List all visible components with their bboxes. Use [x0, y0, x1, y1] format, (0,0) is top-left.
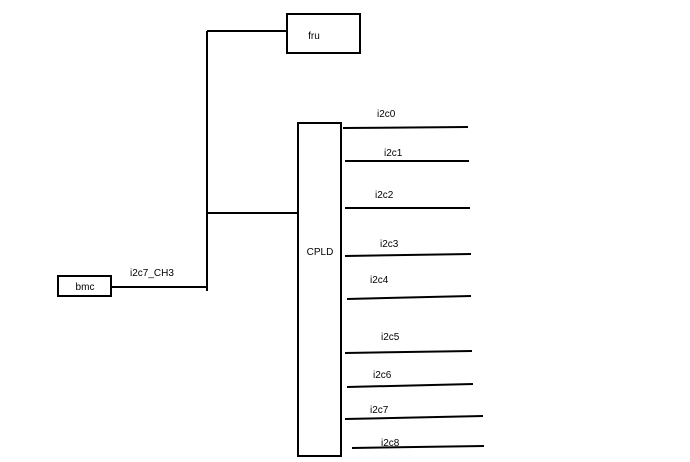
channel-line — [351, 445, 485, 449]
channel-line — [346, 383, 474, 388]
cpld-node[interactable]: CPLD — [297, 122, 342, 457]
cpld-box — [297, 122, 342, 457]
channel-i2c7: i2c7 — [344, 405, 484, 420]
fru-node[interactable]: fru — [286, 13, 361, 54]
channel-i2c5: i2c5 — [344, 332, 473, 354]
channel-label: i2c6 — [373, 370, 392, 381]
channel-label: i2c8 — [381, 438, 400, 449]
channel-label: i2c3 — [380, 239, 399, 250]
channel-i2c1: i2c1 — [345, 148, 469, 162]
fru-box — [286, 13, 361, 54]
bmc-link-label: i2c7_CH3 — [130, 268, 174, 279]
channel-line — [344, 350, 473, 354]
channel-label: i2c2 — [375, 190, 394, 201]
channel-label: i2c1 — [384, 148, 403, 159]
bmc-node[interactable]: bmc — [57, 275, 112, 297]
channel-line — [346, 295, 472, 300]
channel-i2c0: i2c0 — [342, 109, 469, 129]
bmc-label: bmc — [76, 282, 95, 293]
fru-label: fru — [308, 31, 320, 42]
channel-label: i2c7 — [370, 405, 389, 416]
channel-label: i2c4 — [370, 275, 389, 286]
channel-i2c3: i2c3 — [344, 239, 472, 257]
channel-label: i2c0 — [377, 109, 396, 120]
channel-i2c4: i2c4 — [346, 275, 472, 300]
channel-label: i2c5 — [381, 332, 400, 343]
channel-i2c6: i2c6 — [346, 370, 474, 388]
channel-line — [344, 415, 484, 420]
channel-line — [344, 253, 472, 257]
channel-line — [342, 126, 469, 129]
cpld-label: CPLD — [307, 247, 334, 258]
channel-i2c8: i2c8 — [351, 438, 485, 449]
channel-i2c2: i2c2 — [345, 190, 470, 209]
